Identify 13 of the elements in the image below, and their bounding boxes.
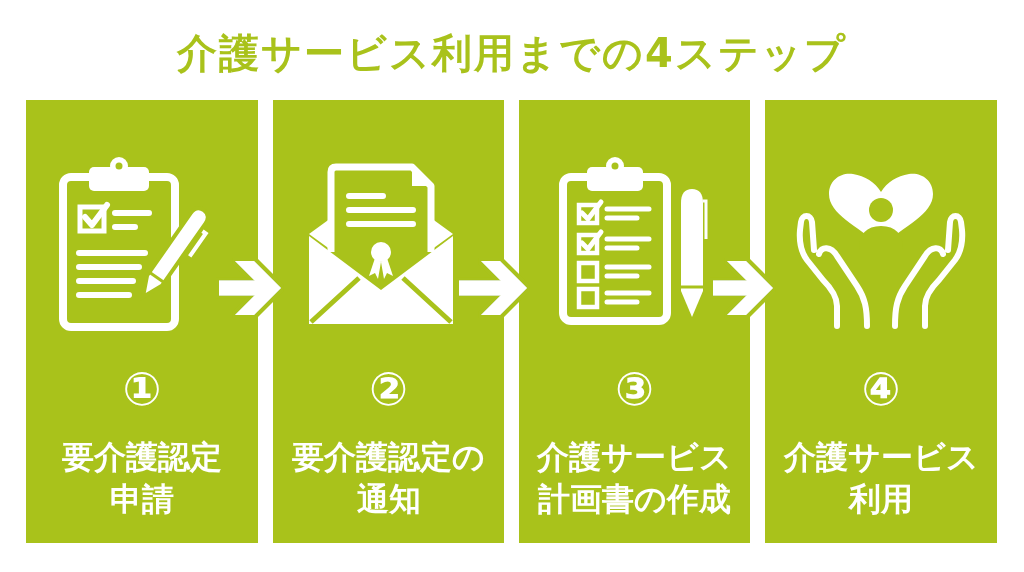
step-label: 介護サービス計画書の作成 — [536, 437, 733, 520]
step-label: 要介護認定申請 — [61, 437, 223, 520]
step-panel — [273, 100, 504, 543]
step-label: 介護サービス利用 — [783, 437, 979, 520]
step-label: 要介護認定の通知 — [291, 437, 486, 520]
step-number: ④ — [861, 364, 901, 414]
step-panel — [765, 100, 997, 543]
step-panel — [519, 100, 750, 543]
step-number: ② — [369, 364, 408, 414]
step-number: ③ — [615, 364, 654, 414]
title: 介護サービス利用までの4ステップ — [177, 29, 847, 78]
step-number: ① — [122, 364, 162, 414]
step-panel — [26, 100, 258, 543]
